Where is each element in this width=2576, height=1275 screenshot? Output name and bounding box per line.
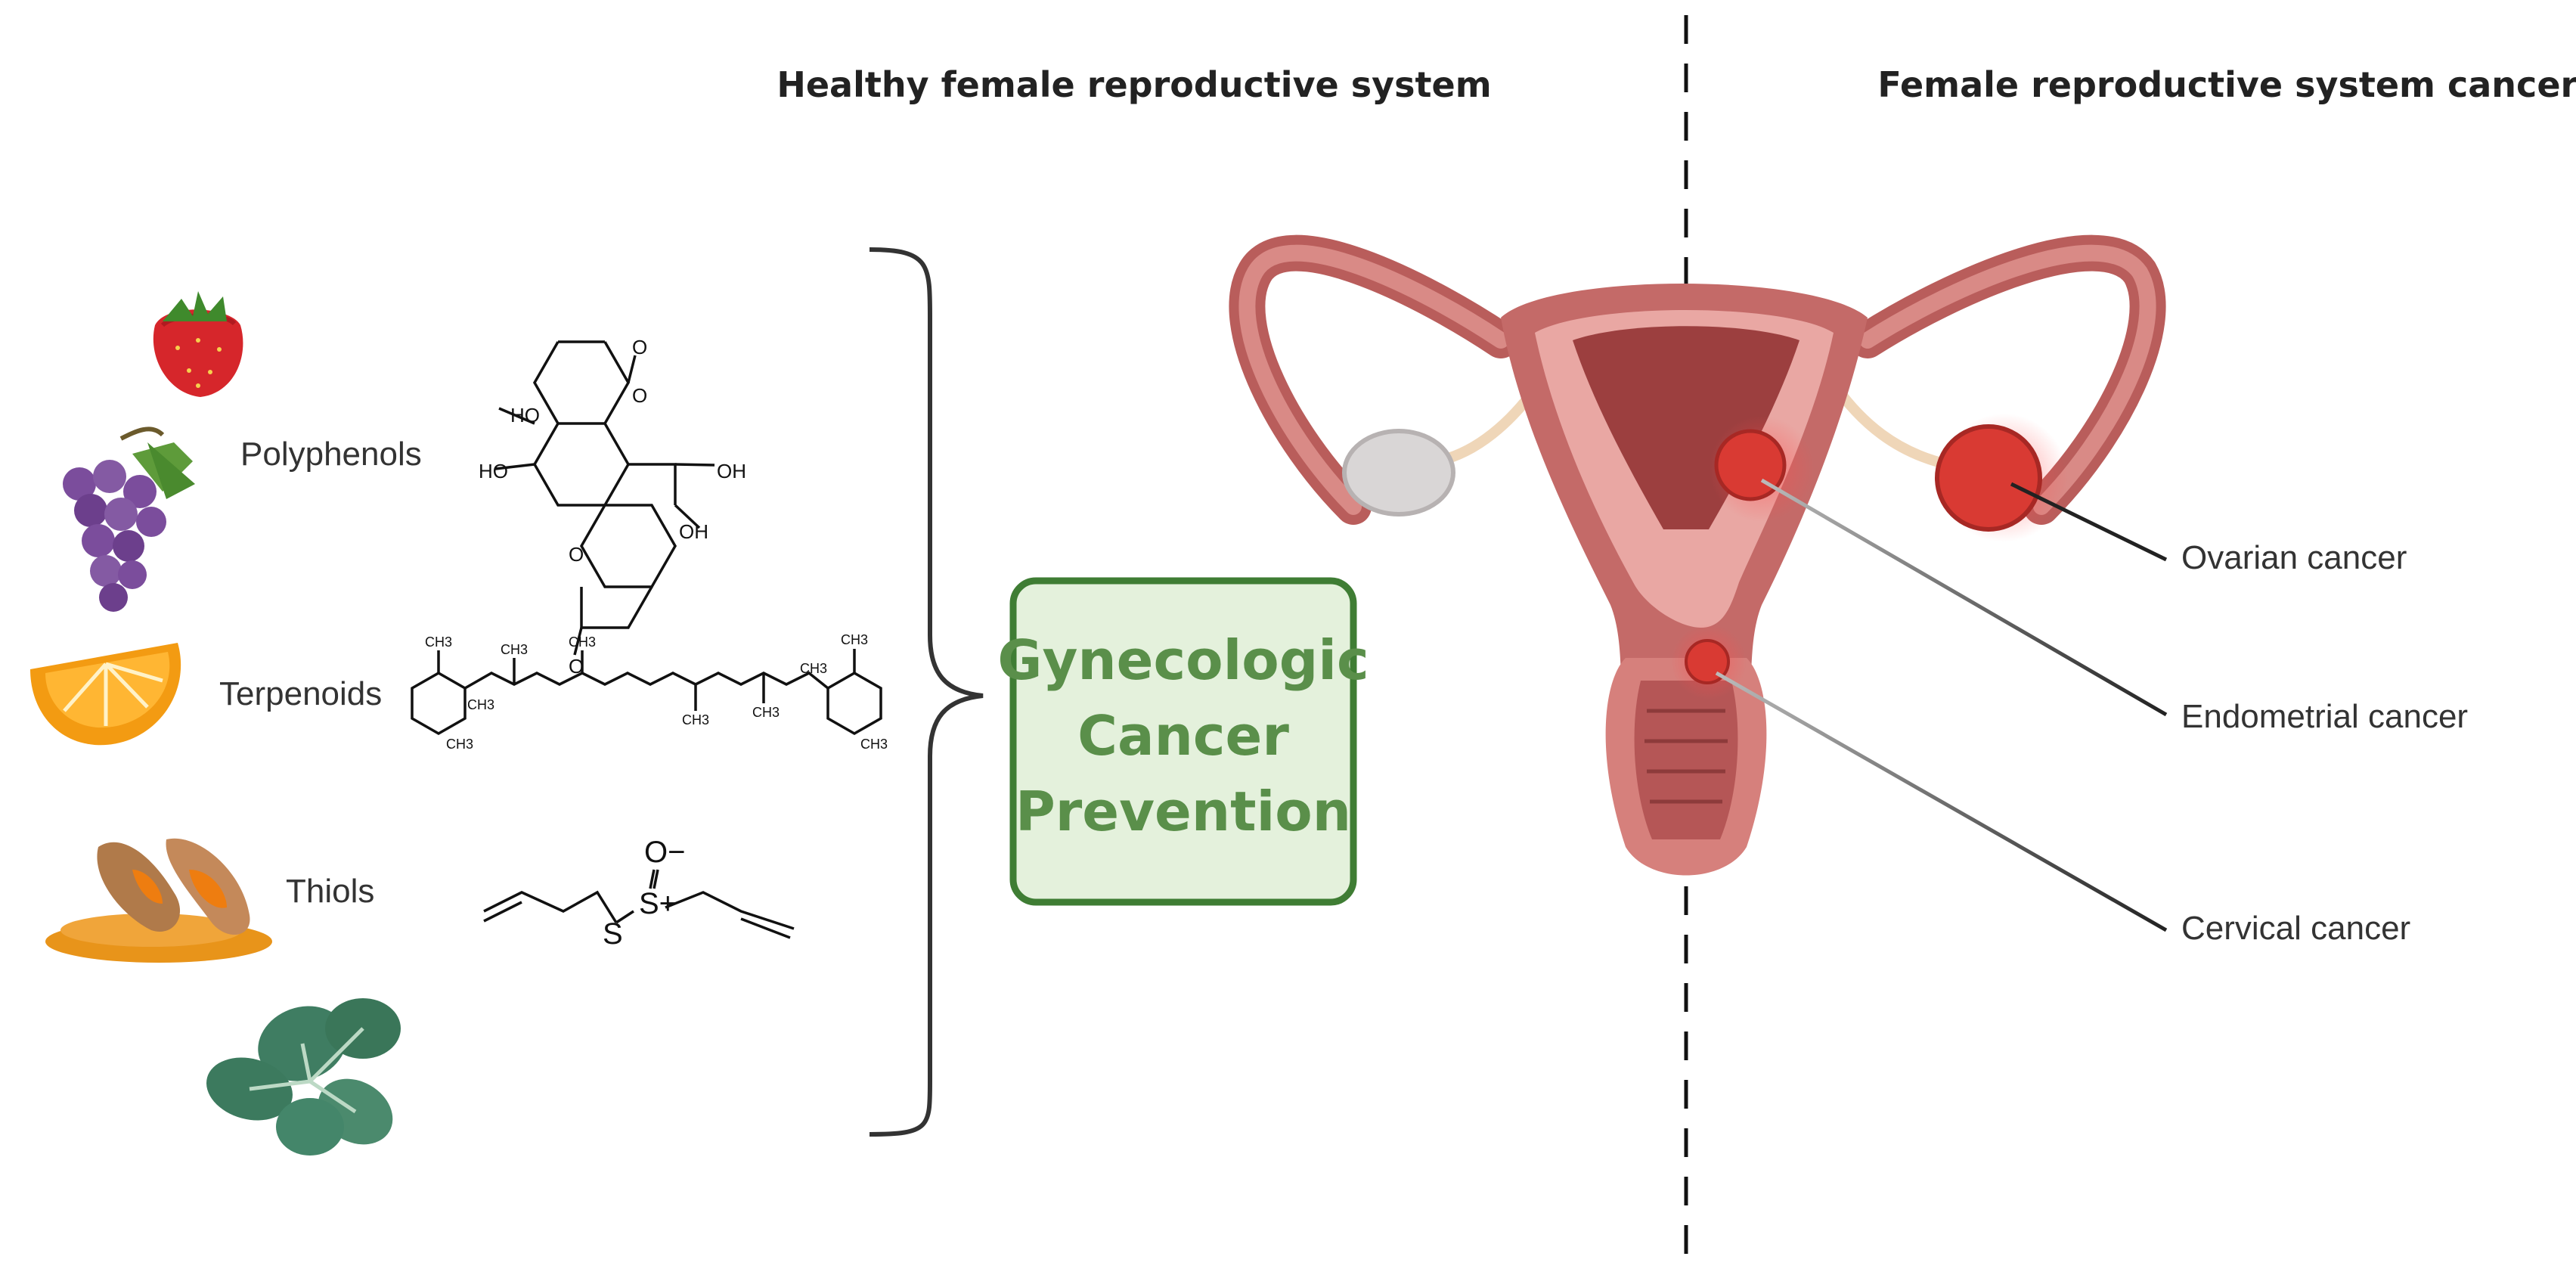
prevention-line-1: Gynecologic: [997, 628, 1369, 692]
allicin-o-minus: O−: [644, 836, 685, 869]
allicin-s: S: [603, 917, 623, 951]
carotene-methyl-5: CH3: [569, 634, 596, 650]
ellagic-o-ring-1: O: [632, 336, 647, 358]
label-endometrial-cancer: Endometrial cancer: [2181, 698, 2468, 735]
uterus-illustration: [1229, 234, 2166, 876]
ovarian-tumor: [1935, 424, 2042, 532]
prevention-line-3: Prevention: [1015, 780, 1351, 843]
grapes-icon: [63, 427, 195, 612]
carotene-methyl-3: CH3: [446, 737, 473, 752]
carotene-methyl-7: CH3: [752, 705, 780, 720]
carotene-methyl-4: CH3: [501, 642, 528, 657]
ellagic-oh-3: OH: [717, 460, 746, 482]
callout-cervical: [1715, 671, 2168, 932]
label-ovarian-cancer: Ovarian cancer: [2181, 539, 2407, 576]
carotene-methyl-10: CH3: [860, 737, 888, 752]
label-polyphenols: Polyphenols: [240, 436, 422, 473]
ellagic-o-bottom: O: [569, 543, 584, 566]
curly-brace: [869, 247, 984, 1137]
leaves-icon: [206, 998, 401, 1156]
label-thiols: Thiols: [286, 873, 374, 910]
beta-carotene-structure: [411, 649, 882, 736]
carotene-methyl-8: CH3: [841, 632, 868, 647]
heading-cancers: Female reproductive system cancers: [1877, 64, 2576, 105]
prevention-line-2: Cancer: [1077, 704, 1289, 768]
turmeric-icon: [45, 838, 272, 963]
callout-endometrial: [1760, 478, 2168, 717]
carotene-methyl-6: CH3: [682, 712, 709, 727]
orange-slice-icon: [30, 643, 181, 746]
ellagic-oh-2: HO: [479, 460, 508, 482]
label-terpenoids: Terpenoids: [219, 675, 382, 712]
ellagic-o-top: O: [632, 384, 647, 407]
strawberry-icon: [153, 291, 243, 397]
carotene-methyl-9: CH3: [800, 661, 827, 676]
heading-healthy: Healthy female reproductive system: [777, 64, 1491, 105]
carotene-methyl-1: CH3: [425, 634, 452, 650]
ellagic-oh-1: HO: [510, 404, 540, 427]
label-cervical-cancer: Cervical cancer: [2181, 910, 2410, 947]
allicin-s-plus: S+: [639, 887, 677, 920]
callout-ovarian: [2010, 482, 2168, 562]
ellagic-oh-4: OH: [679, 520, 708, 543]
ellagic-acid-structure: [494, 340, 715, 656]
prevention-box: [1009, 577, 1357, 906]
ellagic-o-ring-2: O: [569, 655, 584, 678]
healthy-ovary: [1342, 429, 1455, 517]
allicin-structure: [483, 869, 795, 939]
carotene-methyl-2: CH3: [467, 697, 494, 712]
